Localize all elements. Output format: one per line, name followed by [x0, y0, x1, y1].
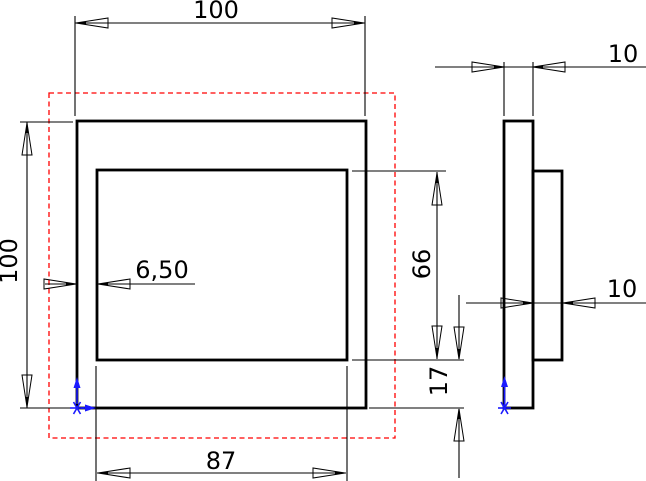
dim-value-boss-width[interactable]: 87 — [206, 447, 237, 475]
dim-value-left-wall[interactable]: 6,50 — [135, 256, 188, 284]
dim-front-width: 100 — [74, 0, 366, 116]
front-outer-plate-edge[interactable] — [75, 119, 368, 410]
dim-value-front-height[interactable]: 100 — [0, 238, 23, 284]
origin-y-arrowhead-icon — [501, 376, 508, 387]
dim-boss-thickness: 10 — [466, 275, 646, 309]
origin-asterisk-icon — [72, 401, 82, 415]
dim-boss-height: 66 — [352, 170, 464, 361]
origin-x-arrowhead-icon — [85, 404, 96, 412]
side-plate-edge[interactable] — [502, 119, 535, 410]
origin-marker-side[interactable] — [498, 376, 511, 415]
side-view — [502, 119, 564, 410]
dim-front-height: 100 — [0, 121, 73, 409]
dim-value-boss-height[interactable]: 66 — [408, 249, 436, 280]
origin-asterisk-icon — [500, 401, 509, 415]
dim-value-plate-thickness[interactable]: 10 — [608, 40, 639, 68]
side-boss-edge[interactable] — [531, 169, 564, 362]
sketch-boundary-box — [48, 92, 396, 439]
dim-value-boss-thickness[interactable]: 10 — [607, 275, 638, 303]
front-boss-edge[interactable] — [95, 168, 349, 362]
dim-bottom-wall: 17 — [369, 295, 465, 478]
origin-y-arrowhead-icon — [73, 377, 81, 388]
dim-left-wall: 6,50 — [43, 256, 195, 290]
front-view — [75, 119, 368, 410]
dim-boss-width: 87 — [95, 366, 348, 481]
origin-marker-front[interactable] — [70, 377, 96, 415]
dim-plate-thickness: 10 — [435, 40, 646, 116]
dim-value-bottom-wall[interactable]: 17 — [425, 366, 453, 397]
dim-value-front-width[interactable]: 100 — [193, 0, 239, 24]
